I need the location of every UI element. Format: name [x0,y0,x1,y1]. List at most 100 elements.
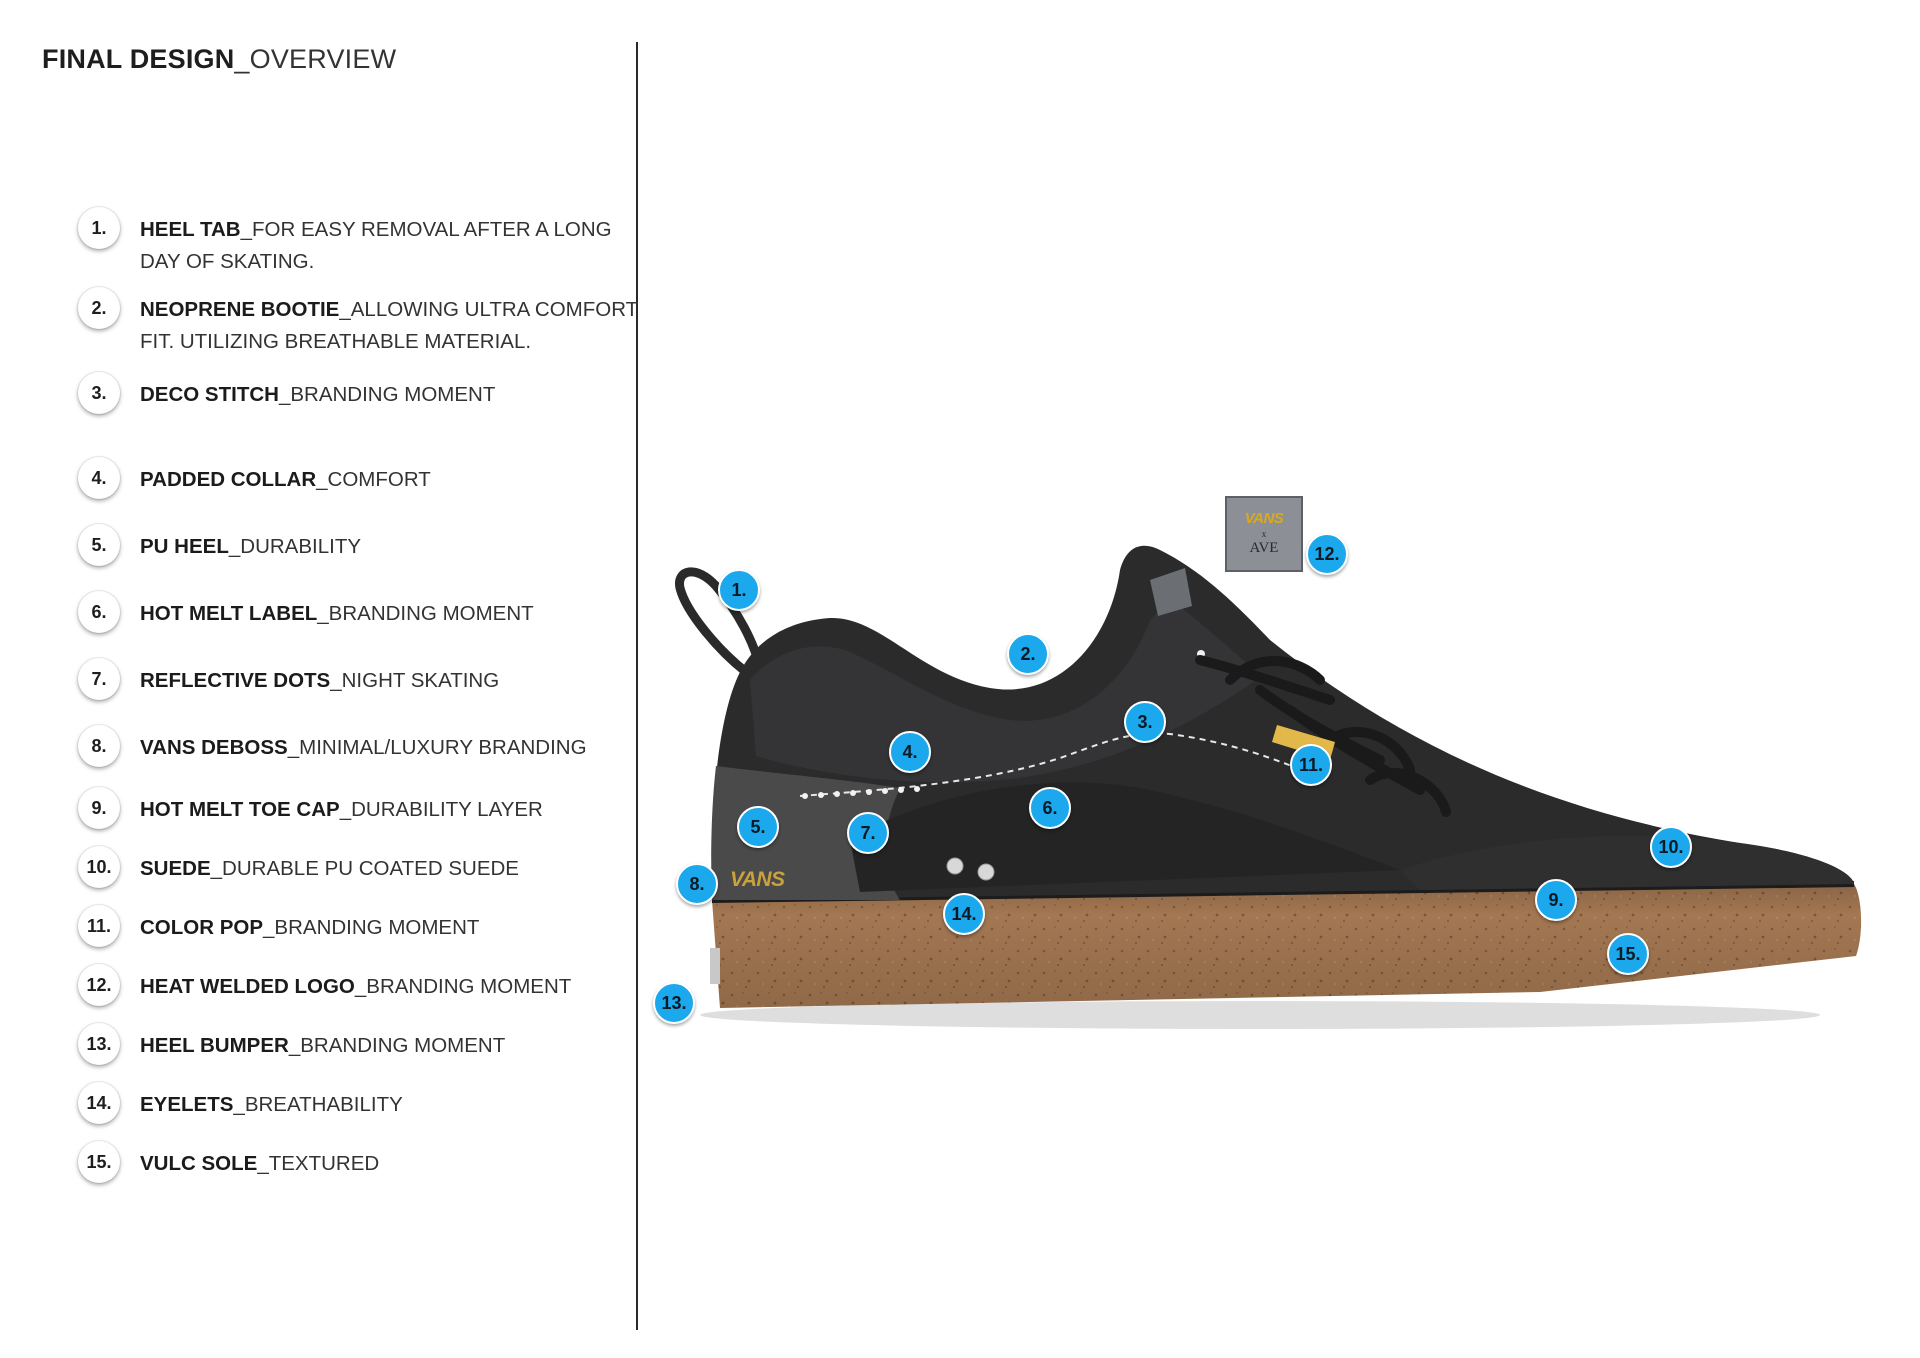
legend-item-hot-melt-label: 6. HOT MELT LABEL_BRANDING MOMENT [78,591,638,651]
callout-6: 6. [1029,787,1071,829]
legend-number: 7. [78,658,120,700]
legend-title: NEOPRENE BOOTIE [140,298,340,321]
legend-item-neoprene-bootie: 2. NEOPRENE BOOTIE_ALLOWING ULTRA COMFOR… [78,287,638,353]
legend-desc: _BRANDING MOMENT [317,602,534,625]
legend-title: EYELETS [140,1093,234,1116]
legend-item-hot-melt-toe-cap: 9. HOT MELT TOE CAP_DURABILITY LAYER [78,787,638,847]
legend-item-reflective-dots: 7. REFLECTIVE DOTS_NIGHT SKATING [78,658,638,718]
callout-8: 8. [676,863,718,905]
legend-title: HEEL TAB [140,218,241,241]
legend-title: PU HEEL [140,535,229,558]
callout-12: 12. [1306,533,1348,575]
callout-2: 2. [1007,633,1049,675]
legend-number: 5. [78,524,120,566]
legend-desc: _BRANDING MOMENT [288,1034,506,1057]
legend-number: 13. [78,1023,120,1065]
eyelet [977,863,995,881]
legend-title: REFLECTIVE DOTS [140,669,331,692]
legend-item-eyelets: 14. EYELETS_BREATHABILITY [78,1082,638,1142]
legend-number: 1. [78,207,120,249]
heel-vans-deboss: VANS [730,868,785,891]
legend-desc: _ALLOWING ULTRA COMFORT FIT. UTILIZING B… [140,298,638,353]
legend-number: 10. [78,846,120,888]
legend-number: 9. [78,787,120,829]
tongue-label [1150,568,1192,616]
legend-desc: _DURABILITY LAYER [339,798,543,821]
callout-15: 15. [1607,933,1649,975]
callout-14: 14. [943,893,985,935]
legend-title: VANS DEBOSS [140,736,288,759]
legend-number: 2. [78,287,120,329]
callout-4: 4. [889,731,931,773]
legend-number: 4. [78,457,120,499]
legend-text: REFLECTIVE DOTS_NIGHT SKATING [140,665,640,697]
reflective-dots [802,786,920,799]
legend-text: HEEL TAB_FOR EASY REMOVAL AFTER A LONG D… [140,214,640,278]
heel-tab-loop [675,567,765,677]
legend-item-color-pop: 11. COLOR POP_BRANDING MOMENT [78,905,638,965]
callout-13: 13. [653,982,695,1024]
legend-desc: _DURABILITY [228,535,362,558]
legend-number: 11. [78,905,120,947]
callout-9: 9. [1535,879,1577,921]
feature-legend: 1. HEEL TAB_FOR EASY REMOVAL AFTER A LON… [0,0,638,1358]
legend-text: PU HEEL_DURABILITY [140,531,640,563]
legend-text: PADDED COLLAR_COMFORT [140,464,640,496]
page-title-bold: FINAL DESIGN [42,44,235,74]
legend-number: 6. [78,591,120,633]
deco-stitch [799,732,1321,797]
legend-item-heat-welded-logo: 12. HEAT WELDED LOGO_BRANDING MOMENT [78,964,638,1024]
ground-shadow [700,1001,1820,1029]
legend-desc: _FOR EASY REMOVAL AFTER A LONG DAY OF SK… [140,218,612,273]
heat-welded-logo-patch: VANS x AVE [1225,496,1303,572]
page-title: FINAL DESIGN_OVERVIEW [42,44,396,75]
legend-text: NEOPRENE BOOTIE_ALLOWING ULTRA COMFORT F… [140,294,640,358]
legend-title: HEAT WELDED LOGO [140,975,355,998]
legend-title: HOT MELT LABEL [140,602,318,625]
legend-desc: _DURABLE PU COATED SUEDE [210,857,519,880]
legend-number: 8. [78,725,120,767]
legend-item-suede: 10. SUEDE_DURABLE PU COATED SUEDE [78,846,638,906]
callout-3: 3. [1124,701,1166,743]
legend-text: SUEDE_DURABLE PU COATED SUEDE [140,853,640,885]
legend-desc: _BREATHABILITY [233,1093,403,1116]
legend-number: 12. [78,964,120,1006]
legend-title: HOT MELT TOE CAP [140,798,340,821]
heel-bumper [710,948,720,984]
legend-number: 14. [78,1082,120,1124]
legend-text: HOT MELT LABEL_BRANDING MOMENT [140,598,640,630]
eyelet [946,857,964,875]
callout-11: 11. [1290,744,1332,786]
legend-item-vans-deboss: 8. VANS DEBOSS_MINIMAL/LUXURY BRANDING [78,725,638,785]
legend-item-heel-bumper: 13. HEEL BUMPER_BRANDING MOMENT [78,1023,638,1083]
legend-title: SUEDE [140,857,211,880]
callout-5: 5. [737,806,779,848]
legend-desc: _BRANDING MOMENT [354,975,572,998]
legend-item-heel-tab: 1. HEEL TAB_FOR EASY REMOVAL AFTER A LON… [78,207,638,273]
legend-item-padded-collar: 4. PADDED COLLAR_COMFORT [78,457,638,517]
legend-title: VULC SOLE [140,1152,258,1175]
logo-patch-x: x [1261,529,1267,539]
legend-desc: _BRANDING MOMENT [263,916,480,939]
legend-text: DECO STITCH_BRANDING MOMENT [140,379,640,411]
legend-text: EYELETS_BREATHABILITY [140,1089,640,1121]
sole-shading [712,884,1862,1008]
legend-text: COLOR POP_BRANDING MOMENT [140,912,640,944]
logo-patch-brand: VANS [1244,510,1284,527]
callout-1: 1. [718,569,760,611]
callout-7: 7. [847,812,889,854]
legend-text: HEEL BUMPER_BRANDING MOMENT [140,1030,640,1062]
legend-text: HOT MELT TOE CAP_DURABILITY LAYER [140,794,640,826]
vertical-divider [636,42,638,1330]
legend-title: DECO STITCH [140,383,279,406]
legend-number: 3. [78,372,120,414]
legend-desc: _COMFORT [316,468,431,491]
legend-title: PADDED COLLAR [140,468,317,491]
logo-patch-collab: AVE [1249,540,1279,556]
legend-item-pu-heel: 5. PU HEEL_DURABILITY [78,524,638,584]
toe-cap [1400,835,1854,890]
legend-desc: _NIGHT SKATING [330,669,500,692]
legend-item-deco-stitch: 3. DECO STITCH_BRANDING MOMENT [78,372,638,432]
legend-text: VULC SOLE_TEXTURED [140,1148,640,1180]
callout-10: 10. [1650,826,1692,868]
